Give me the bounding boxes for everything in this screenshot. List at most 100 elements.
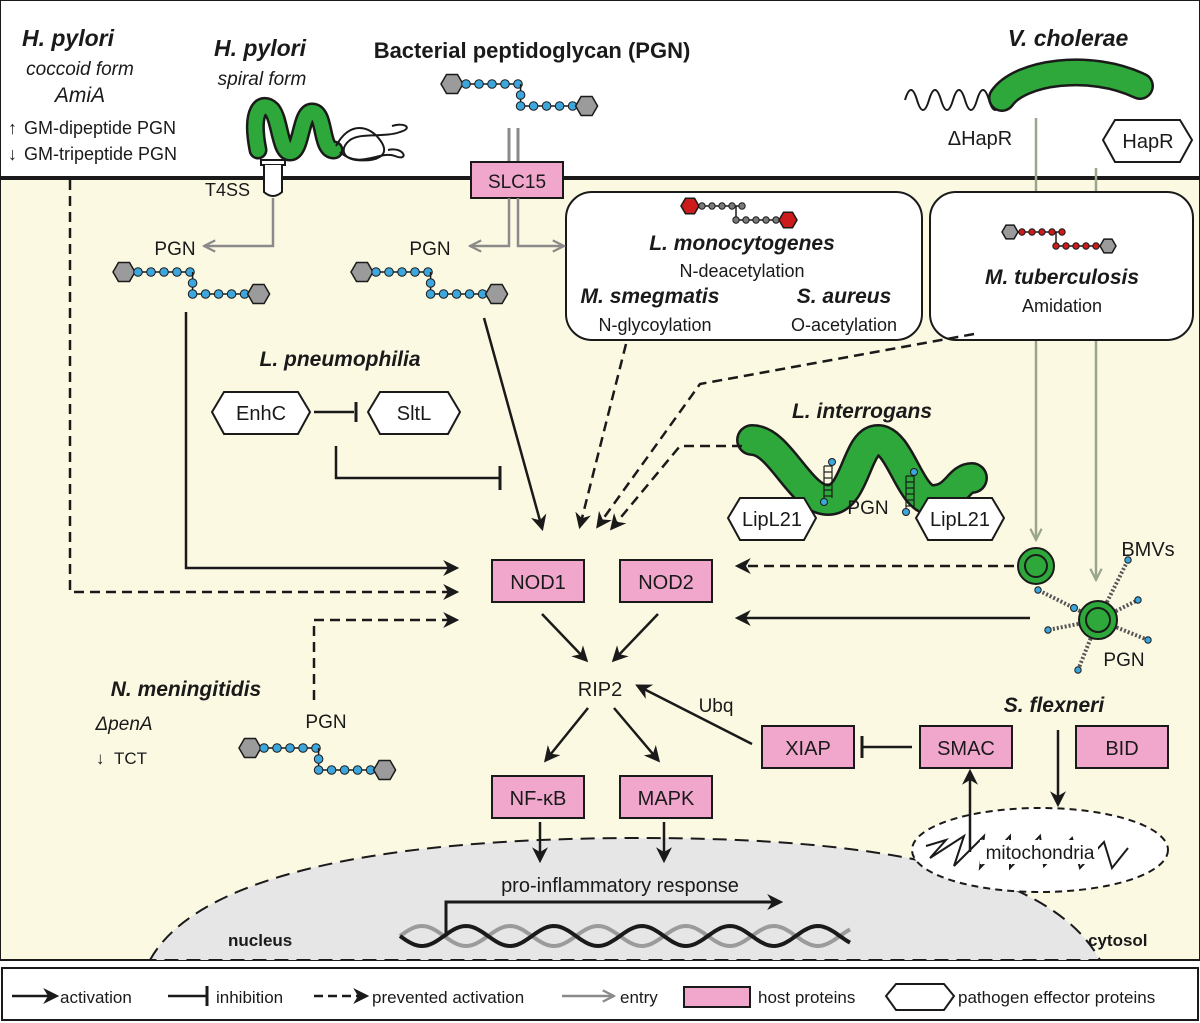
t4ss-entry-arrow: [204, 198, 275, 246]
legend-host-icon: [683, 986, 751, 1008]
nod1-box: [491, 559, 585, 603]
nfkb-label: NF-κB: [510, 788, 567, 810]
amidated-pgn-icon: [1001, 224, 1117, 254]
lmono-mod: N-deacetylation: [679, 261, 804, 281]
bid-label: BID: [1105, 738, 1138, 760]
mtb-mod: Amidation: [1022, 296, 1102, 316]
lipl21-box-left: [726, 497, 818, 541]
tct-label: TCT: [114, 749, 147, 768]
rip2-label: RIP2: [578, 679, 622, 701]
slc15-entry-arrow-left: [470, 198, 511, 246]
pgn-modification-box: [565, 191, 923, 341]
mapk-label: MAPK: [638, 788, 695, 810]
linterrogans-pgn-icon: [820, 458, 918, 516]
bmv-vesicle-icon: [1017, 547, 1055, 585]
t4ss-label: T4SS: [205, 180, 250, 200]
hapr-label: HapR: [1122, 131, 1173, 153]
nmen-name: N. meningitidis: [111, 678, 262, 701]
nfkb-box: [491, 775, 585, 819]
prevented-activation-arrows: [68, 180, 1014, 700]
response-label: pro-inflammatory response: [501, 875, 739, 897]
legend-pathogen: pathogen effector proteins: [958, 988, 1155, 1007]
cytosol-label: cytosol: [1088, 931, 1148, 950]
pgn-slc15-label: PGN: [409, 239, 450, 260]
vcholerae-name: V. cholerae: [1008, 25, 1129, 51]
nod2-box: [619, 559, 713, 603]
mtb-name: M. tuberculosis: [985, 266, 1139, 289]
bid-box: [1075, 725, 1169, 769]
xiap-label: XIAP: [785, 738, 831, 760]
nucleus-envelope: [148, 836, 1102, 961]
sltl-effector-box: [366, 391, 462, 435]
smac-box: [919, 725, 1013, 769]
saureus-mod: O-acetylation: [791, 315, 897, 335]
mapk-box: [619, 775, 713, 819]
pgn-slc15-icon: [350, 261, 509, 305]
lipl21-label-right: LipL21: [930, 509, 990, 531]
pgn-hpylori-label: PGN: [154, 239, 195, 260]
xiap-box: [761, 725, 855, 769]
hpylori-amia: AmiA: [53, 84, 105, 107]
modified-pgn-icon: [680, 197, 798, 229]
mtb-modification-box: [929, 191, 1194, 341]
lpneumo-name: L. pneumophilia: [260, 348, 421, 371]
t4ss-icon: [260, 159, 286, 197]
hpylori-spiral-bacterium-icon: [245, 97, 408, 162]
nmen-pgn-icon: [238, 737, 397, 781]
msmeg-mod: N-glycoylation: [598, 315, 711, 335]
activation-arrows: [184, 312, 1066, 864]
lmono-name: L. monocytogenes: [649, 232, 835, 255]
pgn-title: Bacterial peptidoglycan (PGN): [374, 38, 691, 63]
legend-inhibition: inhibition: [216, 988, 283, 1007]
bmvs-label: BMVs: [1121, 539, 1174, 561]
legend-prevented: prevented activation: [372, 988, 524, 1007]
vcholerae-flagellum-icon: [904, 89, 1002, 111]
up-arrow-icon: ↑: [8, 118, 17, 138]
nmen-mutant: ΔpenA: [94, 714, 152, 735]
nucleus-label: nucleus: [228, 931, 292, 950]
legend-pathogen-icon: [884, 983, 956, 1011]
pgn-hpylori-icon: [112, 261, 271, 305]
saureus-name: S. aureus: [797, 285, 892, 308]
legend-entry: entry: [620, 988, 658, 1007]
linterrogans-name: L. interrogans: [792, 400, 932, 423]
mitochondria-label-bg: [980, 840, 1098, 864]
ubq-label: Ubq: [699, 696, 734, 717]
hpylori-spiral-name: H. pylori: [214, 35, 307, 61]
tripeptide-label: GM-tripeptide PGN: [24, 144, 177, 164]
nod1-label: NOD1: [510, 572, 566, 594]
lipl21-label-left: LipL21: [742, 509, 802, 531]
legend-activation: activation: [60, 988, 132, 1007]
lipl21-box-right: [914, 497, 1006, 541]
bmv-pgn-label: PGN: [1103, 650, 1144, 671]
slc15-entry-arrow-right: [516, 198, 564, 246]
mitochondria-label: mitochondria: [986, 843, 1095, 864]
slc15-label: SLC15: [488, 172, 546, 193]
enhc-effector-box: [210, 391, 312, 435]
bmv-pgn-vesicle-icon: [1034, 556, 1152, 674]
down-arrow-icon-2: ↓: [96, 749, 105, 768]
nmen-pgn-label: PGN: [305, 712, 346, 733]
hpylori-spiral-form: spiral form: [218, 69, 307, 90]
enhc-label: EnhC: [236, 403, 286, 425]
smac-label: SMAC: [937, 738, 995, 760]
legend-host: host proteins: [758, 988, 855, 1007]
down-arrow-icon: ↓: [8, 144, 17, 164]
sltl-inhibits-nod-line: [334, 446, 500, 480]
hpylori-coccoid-form: coccoid form: [26, 59, 134, 80]
transcription-arrow: [444, 894, 784, 935]
dna-helix-icon: [398, 923, 851, 949]
legend-box: [1, 967, 1199, 1021]
sflexneri-name: S. flexneri: [1004, 694, 1106, 717]
linterrogans-pgn-label: PGN: [847, 498, 888, 519]
hpylori-coccoid-name: H. pylori: [22, 25, 115, 51]
msmeg-name: M. smegmatis: [581, 285, 720, 308]
vcholerae-mutant-label: ΔHapR: [948, 128, 1013, 150]
sltl-label: SltL: [397, 403, 431, 425]
vcholerae-bacterium-icon: [990, 60, 1152, 110]
nod2-label: NOD2: [638, 572, 694, 594]
hapr-effector-box: [1101, 119, 1194, 163]
dipeptide-label: GM-dipeptide PGN: [24, 118, 176, 138]
